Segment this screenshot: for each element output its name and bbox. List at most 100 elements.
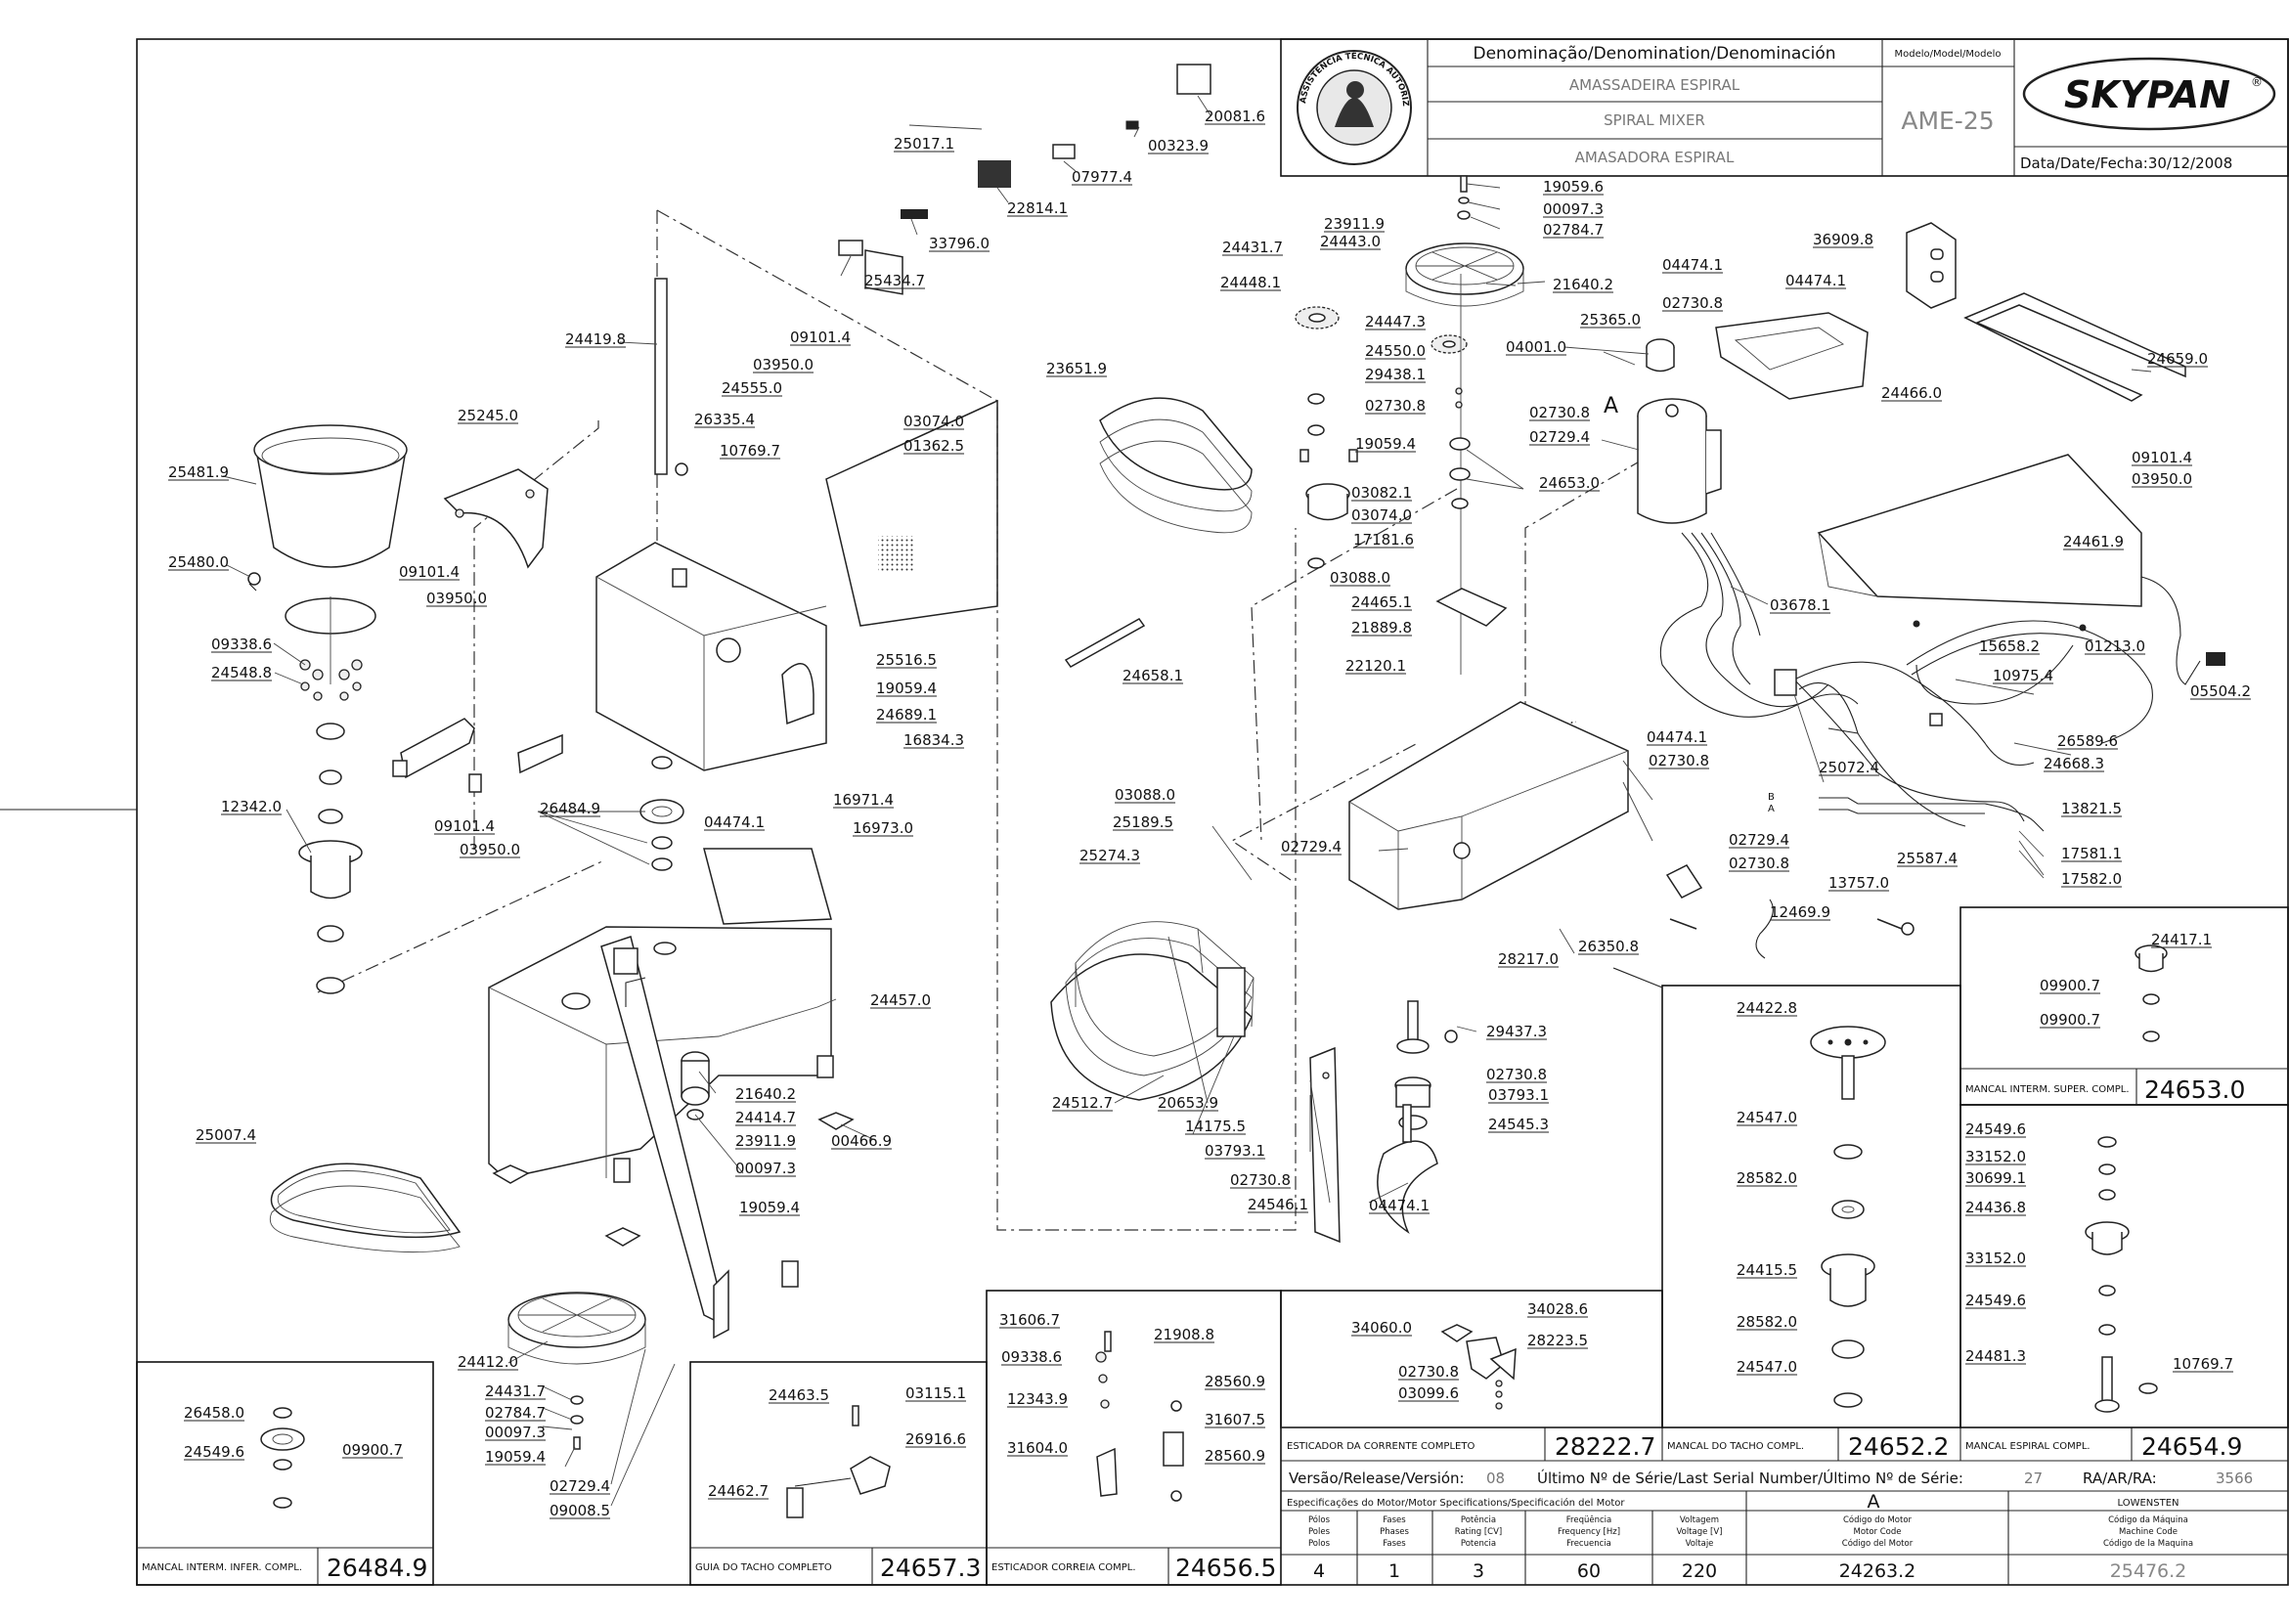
part-label: 21908.8 <box>1154 1326 1214 1343</box>
part-label: 23911.9 <box>735 1132 796 1150</box>
assembly-code-1: 24657.3 <box>880 1554 981 1582</box>
part-label: 24549.6 <box>1965 1292 2026 1309</box>
part-label: 31604.0 <box>1007 1439 1068 1457</box>
part-label: 09008.5 <box>550 1502 610 1519</box>
part-label: 25007.4 <box>196 1126 256 1144</box>
serial-label: Último Nº de Série/Last Serial Number/Úl… <box>1537 1469 1963 1487</box>
part-label: 04001.0 <box>1506 338 1566 356</box>
part-label: 02729.4 <box>1281 838 1342 856</box>
part-label: 19059.6 <box>1543 178 1604 196</box>
part-label: 02730.8 <box>1486 1066 1547 1083</box>
part-label: 09900.7 <box>2040 977 2100 994</box>
part-label: 24461.9 <box>2063 533 2124 550</box>
svg-text:Machine Code: Machine Code <box>2119 1527 2178 1537</box>
phases-value: 1 <box>1388 1560 1400 1582</box>
part-label: 02729.4 <box>1529 428 1590 446</box>
part-label: 02730.8 <box>1729 855 1789 872</box>
assembly-code-0: 26484.9 <box>327 1554 427 1582</box>
part-label: 22120.1 <box>1345 657 1406 675</box>
registered-mark: ® <box>2251 75 2263 89</box>
part-label: 16834.3 <box>903 731 964 749</box>
power-value: 3 <box>1473 1560 1484 1582</box>
part-label: 03678.1 <box>1770 596 1830 614</box>
assembly-code-3: 28222.7 <box>1555 1432 1655 1461</box>
part-label: 24431.7 <box>485 1383 546 1400</box>
svg-text:Fases: Fases <box>1383 1539 1406 1549</box>
part-label: 29438.1 <box>1365 366 1426 383</box>
date-label: Data/Date/Fecha:30/12/2008 <box>2020 154 2232 172</box>
part-label: 28223.5 <box>1527 1332 1588 1349</box>
part-label: 12343.9 <box>1007 1390 1068 1408</box>
brand-name: SKYPAN <box>2064 73 2230 116</box>
part-label: 26484.9 <box>540 800 600 817</box>
part-label: 24512.7 <box>1052 1094 1113 1112</box>
part-label: 09101.4 <box>2132 449 2192 466</box>
part-label: 02730.8 <box>1365 397 1426 415</box>
svg-text:Potencia: Potencia <box>1461 1539 1496 1549</box>
svg-text:Pólos: Pólos <box>1308 1514 1331 1525</box>
part-label: 02729.4 <box>1729 831 1789 849</box>
part-label: 02784.7 <box>485 1404 546 1422</box>
part-label: 24547.0 <box>1737 1109 1797 1126</box>
assembly-titles: MANCAL INTERM. INFER. COMPL. 26484.9 GUI… <box>142 1075 2245 1582</box>
part-label: 34028.6 <box>1527 1300 1588 1318</box>
part-label: 15658.2 <box>1979 637 2040 655</box>
part-label: 19059.4 <box>485 1448 546 1466</box>
part-label: 24668.3 <box>2044 755 2104 772</box>
part-label: 25434.7 <box>864 272 925 289</box>
motor-letter: A <box>1868 1491 1880 1513</box>
part-label: 00097.3 <box>485 1424 546 1441</box>
svg-text:Potência: Potência <box>1461 1514 1496 1525</box>
subassembly-boxes <box>136 906 2289 1586</box>
part-label: 28560.9 <box>1205 1447 1265 1465</box>
part-label: 34060.0 <box>1351 1319 1412 1337</box>
part-label: 03950.0 <box>460 841 520 858</box>
part-label: 17581.1 <box>2061 845 2122 862</box>
part-label: 24448.1 <box>1220 274 1281 291</box>
part-label: 28560.9 <box>1205 1373 1265 1390</box>
name-pt: AMASSADEIRA ESPIRAL <box>1569 76 1740 94</box>
part-label: 00097.3 <box>735 1160 796 1177</box>
assembly-title-0: MANCAL INTERM. INFER. COMPL. <box>142 1562 302 1573</box>
part-label: 21889.8 <box>1351 619 1412 636</box>
part-label: 36909.8 <box>1813 231 1873 248</box>
poles-value: 4 <box>1313 1560 1325 1582</box>
part-label: 28582.0 <box>1737 1169 1797 1187</box>
part-label: 24412.0 <box>458 1353 518 1371</box>
part-label: 09338.6 <box>1001 1348 1062 1366</box>
part-label: 03950.0 <box>2132 470 2192 488</box>
part-label: 24466.0 <box>1881 384 1942 402</box>
motor-label-a: A <box>1604 394 1618 418</box>
part-label: 02730.8 <box>1230 1171 1291 1189</box>
part-label: 29437.3 <box>1486 1023 1547 1040</box>
part-label: 24547.0 <box>1737 1358 1797 1376</box>
part-label: 03115.1 <box>905 1384 966 1402</box>
part-label: 19059.4 <box>876 680 937 697</box>
part-label: 03082.1 <box>1351 484 1412 502</box>
part-label: 24463.5 <box>769 1386 829 1404</box>
part-label: 26350.8 <box>1578 938 1639 955</box>
part-label: 03793.1 <box>1488 1086 1549 1104</box>
part-label: 05504.2 <box>2190 682 2251 700</box>
svg-text:Voltagem: Voltagem <box>1680 1515 1719 1525</box>
part-label: 02730.8 <box>1662 294 1723 312</box>
part-label: 14175.5 <box>1185 1118 1246 1135</box>
part-label: 24414.7 <box>735 1109 796 1126</box>
part-label: 24545.3 <box>1488 1116 1549 1133</box>
skypan-logo: SKYPAN ® <box>2022 57 2276 131</box>
part-label: 13821.5 <box>2061 800 2122 817</box>
model-name: AME-25 <box>1901 107 1994 135</box>
part-label: 01362.5 <box>903 437 964 455</box>
part-label: 28217.0 <box>1498 950 1559 968</box>
svg-text:Phases: Phases <box>1380 1527 1409 1537</box>
part-label: 03099.6 <box>1398 1384 1459 1402</box>
part-label: 20653.9 <box>1158 1094 1218 1112</box>
part-label: 26916.6 <box>905 1430 966 1448</box>
part-label: 13757.0 <box>1828 874 1889 892</box>
part-label: 25481.9 <box>168 463 229 481</box>
svg-text:Motor Code: Motor Code <box>1853 1527 1901 1537</box>
assembly-title-1: GUIA DO TACHO COMPLETO <box>695 1562 832 1573</box>
part-label: 26589.6 <box>2057 732 2118 750</box>
svg-text:Código del Motor: Código del Motor <box>1842 1538 1914 1549</box>
part-label: 10769.7 <box>2173 1355 2233 1373</box>
